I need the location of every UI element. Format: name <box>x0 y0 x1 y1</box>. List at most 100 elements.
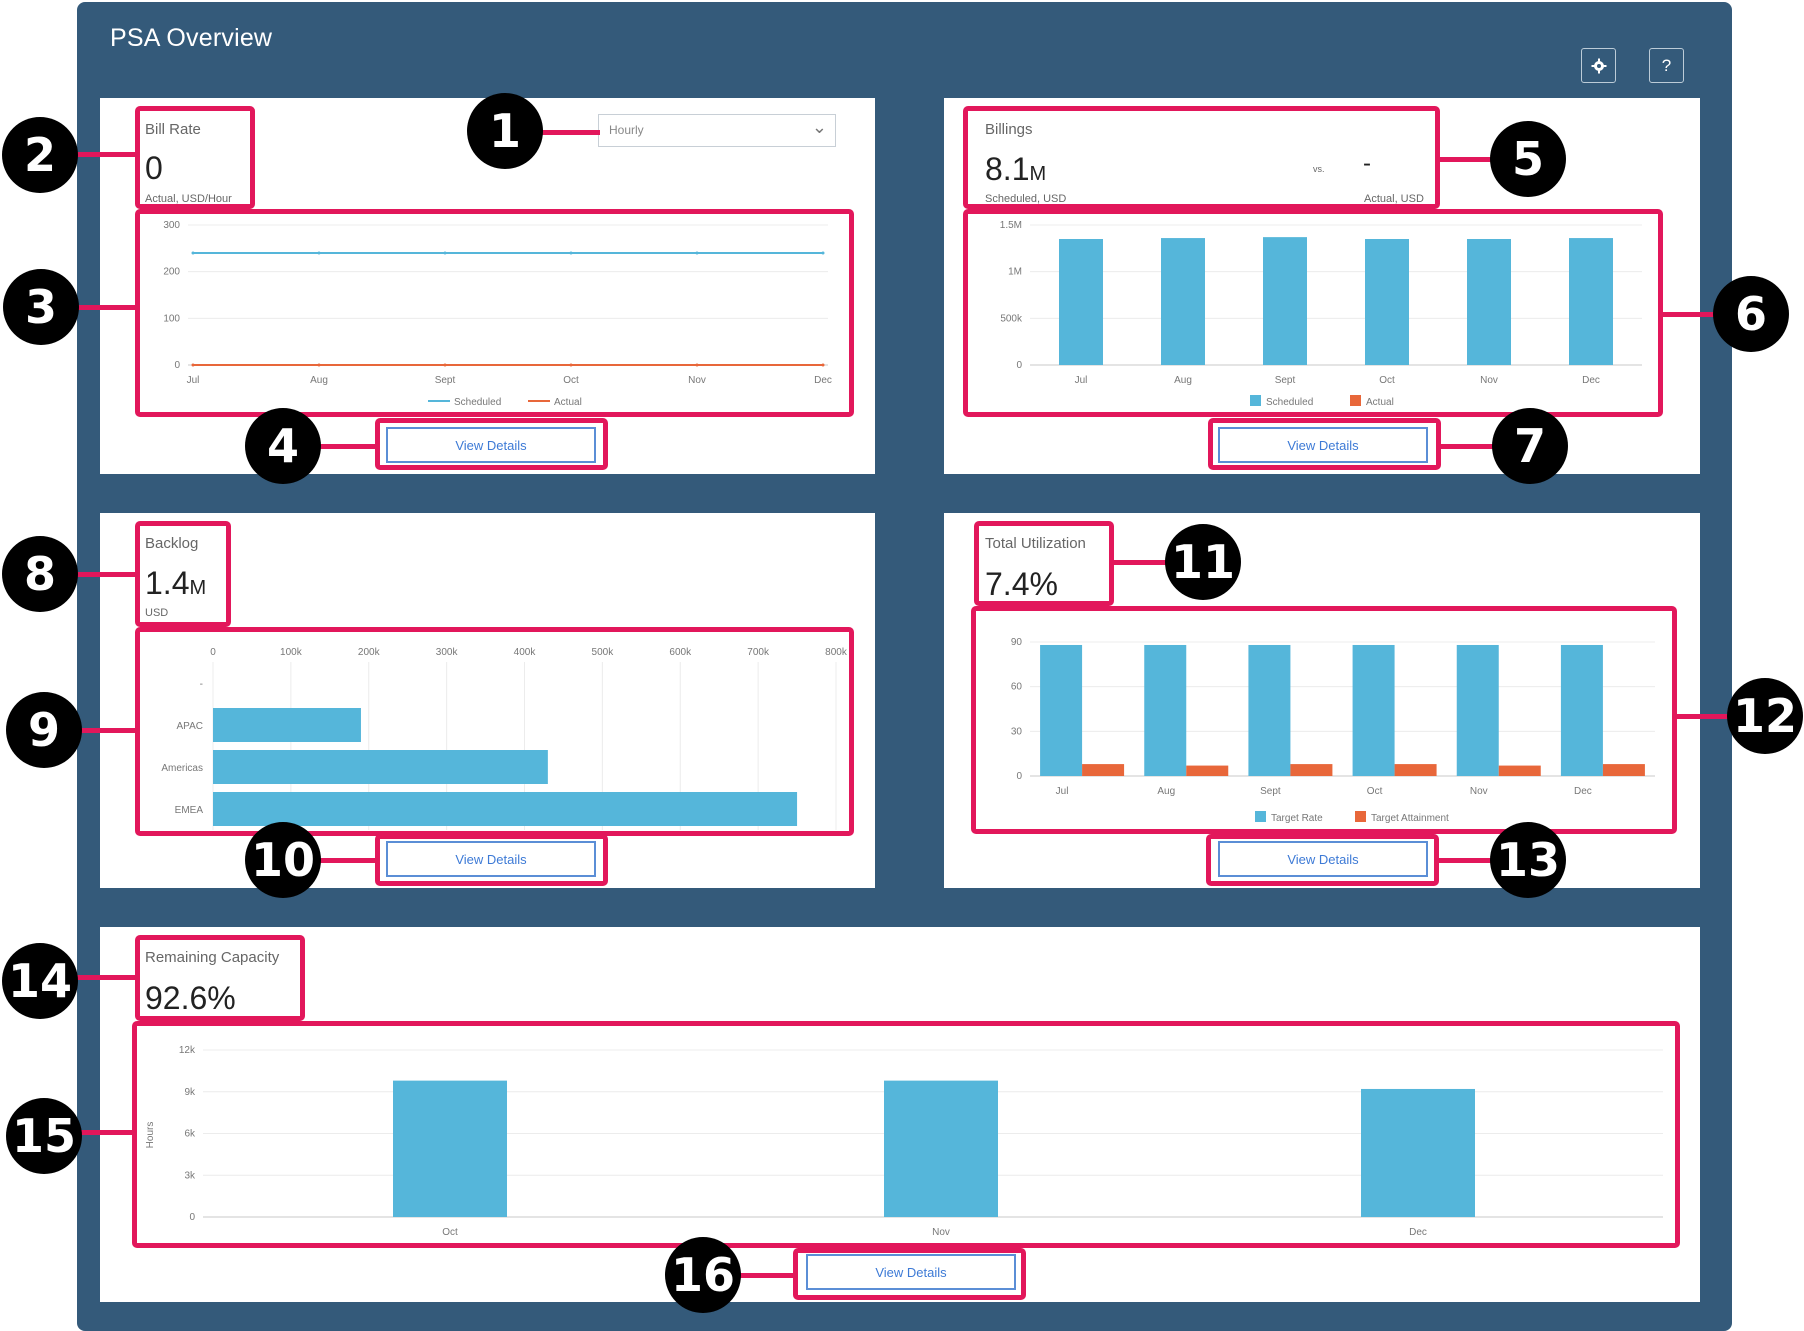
bar <box>1467 239 1511 365</box>
highlight-capacity-button <box>793 1248 1026 1300</box>
bar <box>884 1080 998 1217</box>
highlight-bill-rate-chart <box>135 209 854 417</box>
x-tick-label: Oct <box>1367 786 1383 797</box>
callout-line <box>80 1130 135 1135</box>
x-tick-label: Jul <box>1075 375 1088 386</box>
utilization-view-details-button[interactable]: View Details <box>1218 841 1428 877</box>
data-point <box>695 363 699 367</box>
callout-line <box>320 444 378 449</box>
x-tick-label: Dec <box>1582 375 1600 386</box>
capacity-label: Remaining Capacity <box>145 949 280 966</box>
backlog-value: 1.4M <box>145 565 207 601</box>
period-dropdown[interactable]: Hourly ⌄ <box>598 114 836 147</box>
y-tick-label: 90 <box>1011 637 1023 648</box>
y-tick-label: - <box>200 679 203 690</box>
callout-line <box>1675 714 1733 719</box>
help-button[interactable]: ? <box>1649 48 1684 83</box>
x-tick-label: 200k <box>358 647 381 658</box>
legend-swatch <box>1355 811 1366 822</box>
x-tick-label: Oct <box>1379 375 1395 386</box>
data-point <box>821 251 825 255</box>
bar <box>1161 238 1205 365</box>
y-tick-label: 3k <box>184 1170 196 1181</box>
callout-badge-5: 5 <box>1490 121 1566 197</box>
data-point <box>569 251 573 255</box>
billings-actual-value: - <box>1363 150 1371 177</box>
chevron-down-icon: ⌄ <box>811 117 827 137</box>
highlight-bill-rate-kpi <box>135 106 255 209</box>
highlight-utilization-kpi <box>974 521 1114 606</box>
x-tick-label: Sept <box>435 375 456 386</box>
bill-rate-label: Bill Rate <box>145 121 201 138</box>
x-tick-label: Aug <box>1157 786 1175 797</box>
highlight-capacity-chart <box>132 1021 1680 1248</box>
callout-line <box>80 728 138 733</box>
bar <box>213 792 798 826</box>
bar <box>1248 644 1291 776</box>
bar <box>1602 764 1645 776</box>
x-tick-label: 800k <box>825 647 848 658</box>
y-tick-label: 1.5M <box>1000 220 1022 231</box>
x-tick-label: Nov <box>688 375 706 386</box>
billings-vs: vs. <box>1313 164 1325 174</box>
billings-view-details-button[interactable]: View Details <box>1218 427 1428 463</box>
bar <box>1456 644 1499 776</box>
y-tick-label: APAC <box>177 721 204 732</box>
highlight-billings-chart <box>963 209 1663 417</box>
gear-icon <box>1591 58 1606 73</box>
bar <box>1498 765 1541 776</box>
bar <box>1144 644 1187 776</box>
legend-label: Scheduled <box>1266 397 1313 408</box>
y-tick-label: 200 <box>163 267 180 278</box>
y-tick-label: 500k <box>1000 313 1023 324</box>
bar <box>1361 1088 1475 1217</box>
callout-badge-3: 3 <box>3 269 79 345</box>
y-tick-label: 60 <box>1011 682 1023 693</box>
legend-label: Target Rate <box>1271 813 1323 824</box>
x-tick-label: Aug <box>310 375 328 386</box>
billings-caption-scheduled: Scheduled, USD <box>985 193 1067 205</box>
settings-button[interactable] <box>1581 48 1616 83</box>
callout-line <box>1438 444 1496 449</box>
x-tick-label: 400k <box>514 647 537 658</box>
highlight-utilization-chart <box>971 606 1677 834</box>
backlog-view-details-button[interactable]: View Details <box>386 841 596 877</box>
callout-badge-13: 13 <box>1490 822 1566 898</box>
callout-line <box>1438 157 1494 162</box>
bill-rate-view-details-button[interactable]: View Details <box>386 427 596 463</box>
callout-line <box>735 1273 795 1278</box>
data-point <box>191 363 195 367</box>
y-tick-label: 9k <box>184 1087 196 1098</box>
data-point <box>317 251 321 255</box>
y-tick-label: 300 <box>163 220 180 231</box>
y-tick-label: 0 <box>1016 360 1022 371</box>
highlight-backlog-button <box>375 834 608 886</box>
x-tick-label: 0 <box>210 647 216 658</box>
backlog-label: Backlog <box>145 535 199 552</box>
capacity-view-details-button[interactable]: View Details <box>806 1254 1016 1290</box>
x-tick-label: 300k <box>436 647 459 658</box>
callout-line <box>1660 312 1718 317</box>
bar <box>1352 644 1395 776</box>
backlog-caption: USD <box>145 607 169 619</box>
x-tick-label: Dec <box>1574 786 1592 797</box>
page-title: PSA Overview <box>110 24 273 52</box>
y-tick-label: EMEA <box>175 805 204 816</box>
x-tick-label: 600k <box>669 647 692 658</box>
x-tick-label: Nov <box>1480 375 1498 386</box>
bill-rate-value: 0 <box>145 150 163 186</box>
bar <box>393 1080 507 1217</box>
y-tick-label: 0 <box>189 1212 195 1223</box>
y-tick-label: Americas <box>161 763 203 774</box>
x-tick-label: Oct <box>563 375 579 386</box>
x-tick-label: Dec <box>1409 1227 1427 1238</box>
x-tick-label: Jul <box>1056 786 1069 797</box>
y-tick-label: 30 <box>1011 726 1023 737</box>
y-axis-label: Hours <box>145 1122 156 1149</box>
highlight-utilization-button <box>1206 834 1439 886</box>
highlight-billings-kpi <box>963 106 1440 209</box>
highlight-backlog-chart <box>135 627 854 836</box>
